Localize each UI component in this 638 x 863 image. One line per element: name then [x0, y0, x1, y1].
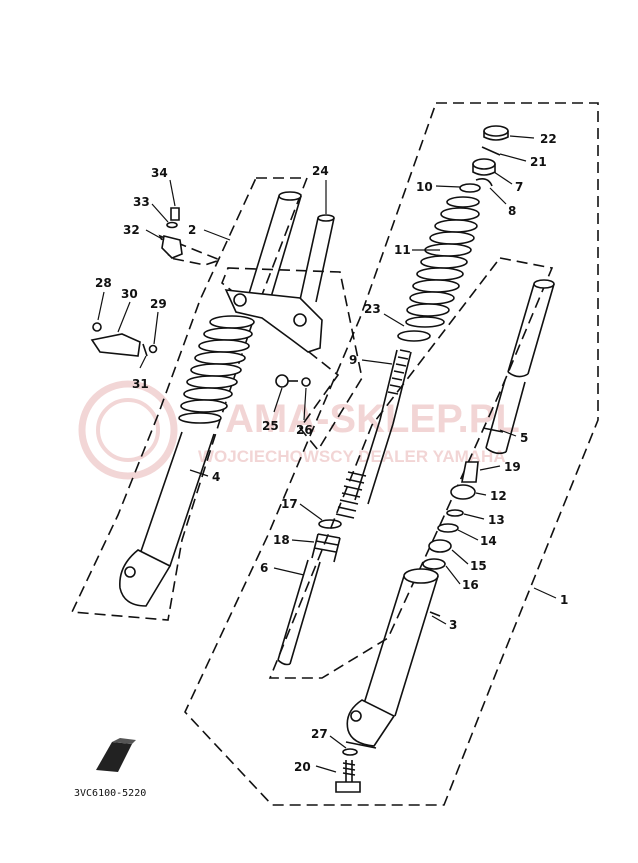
part-29-bolt [148, 344, 158, 354]
group-outlines [70, 102, 599, 806]
callout-6: 6 [260, 561, 268, 575]
outline-right-fork-assembly [184, 102, 599, 806]
watermark-tagline: WOJCIECHOWSCY DEALER YAMAHA [198, 447, 506, 466]
lower-bracket [224, 289, 323, 353]
callout-1: 1 [560, 593, 568, 607]
left-boot [178, 315, 255, 424]
part-31-washer [142, 343, 148, 357]
part-3-outer-tube [345, 568, 441, 749]
callout-30: 30 [121, 287, 138, 301]
callout-21: 21 [530, 155, 547, 169]
part-24-stem [299, 217, 335, 303]
callout-33: 33 [133, 195, 150, 209]
part-11-boot [405, 196, 480, 328]
callout-22: 22 [540, 132, 557, 146]
clamp-parts [90, 207, 183, 357]
callout-10: 10 [416, 180, 433, 194]
outline-damper-rod [268, 257, 554, 679]
watermark-brand: AMA-SKLEP.PL [225, 397, 520, 441]
part-17-ring [318, 519, 342, 529]
left-axle-lug [119, 549, 172, 607]
callout-31: 31 [132, 377, 149, 391]
callout-17: 17 [281, 497, 298, 511]
callout-23: 23 [364, 302, 381, 316]
watermark: AMA-SKLEP.PL WOJCIECHOWSCY DEALER YAMAHA [78, 380, 520, 480]
bracket-hole [293, 313, 307, 327]
part-28-clamp-ring [92, 322, 102, 332]
part-20-bolt [335, 760, 361, 793]
part-33-washer [166, 221, 178, 229]
damper-rod-parts [277, 519, 342, 666]
left-axle-hole [124, 566, 136, 578]
callout-29: 29 [150, 297, 167, 311]
part-22-cap-body [483, 131, 509, 141]
part-14-washer [437, 523, 459, 533]
watermark-logo-inner [96, 398, 160, 462]
callout-19: 19 [504, 460, 521, 474]
part-21-screw [481, 146, 501, 156]
callout-25: 25 [262, 419, 279, 433]
part-32-bracket [161, 235, 183, 259]
callout-28: 28 [95, 276, 112, 290]
part-16-spacer [422, 558, 446, 570]
part-4-left-outer-tube [137, 431, 215, 567]
callout-20: 20 [294, 760, 311, 774]
part-15-seal [428, 539, 452, 553]
part-5-inner-tube [482, 279, 555, 455]
right-fork-parts [335, 125, 555, 793]
part-9-spring [335, 349, 412, 519]
part-26-nut [301, 377, 311, 387]
part-6-damper-rod [277, 559, 321, 666]
front-direction-arrow-icon [96, 738, 136, 772]
callout-24: 24 [312, 164, 329, 178]
left-fork-parts [119, 191, 302, 607]
part-8-clip [475, 178, 493, 187]
callout-3: 3 [449, 618, 457, 632]
callout-18: 18 [273, 533, 290, 547]
part-10-oring [459, 183, 481, 193]
callout-8: 8 [508, 204, 516, 218]
callout-15: 15 [470, 559, 487, 573]
callout-7: 7 [515, 180, 523, 194]
part-13-ring [446, 509, 464, 517]
part-23-band [397, 330, 431, 342]
watermark-logo-ring [78, 380, 178, 480]
leader-lines [97, 135, 557, 773]
callout-4: 4 [212, 470, 220, 484]
callout-labels: 22 21 7 10 8 24 34 33 2 32 11 28 30 29 2… [95, 132, 568, 774]
callout-27: 27 [311, 727, 328, 741]
part-18-rebound-spring [311, 533, 341, 563]
part-30-clamp [90, 333, 141, 357]
callout-2: 2 [188, 223, 196, 237]
part-27-washer [342, 748, 358, 756]
callout-16: 16 [462, 578, 479, 592]
outline-left-fork-assembly [70, 177, 309, 621]
bracket-hole-left [233, 293, 247, 307]
callout-14: 14 [480, 534, 497, 548]
part-34-bolt [170, 207, 180, 221]
part-19-bushing [461, 461, 479, 483]
part-7-plug [472, 158, 496, 170]
callout-11: 11 [394, 243, 411, 257]
part-25-bolt [275, 374, 298, 388]
callout-32: 32 [123, 223, 140, 237]
part-24-stem-top [317, 214, 335, 222]
callout-9: 9 [349, 353, 357, 367]
steering-parts [224, 214, 335, 388]
left-tube-top [278, 191, 302, 201]
part-22-cap [483, 125, 509, 137]
callout-13: 13 [488, 513, 505, 527]
callout-5: 5 [520, 431, 528, 445]
callout-26: 26 [296, 423, 313, 437]
callout-12: 12 [490, 489, 507, 503]
part-code-label: 3VC6100-5220 [74, 788, 146, 799]
callout-34: 34 [151, 166, 168, 180]
part-12-seal [450, 484, 476, 500]
